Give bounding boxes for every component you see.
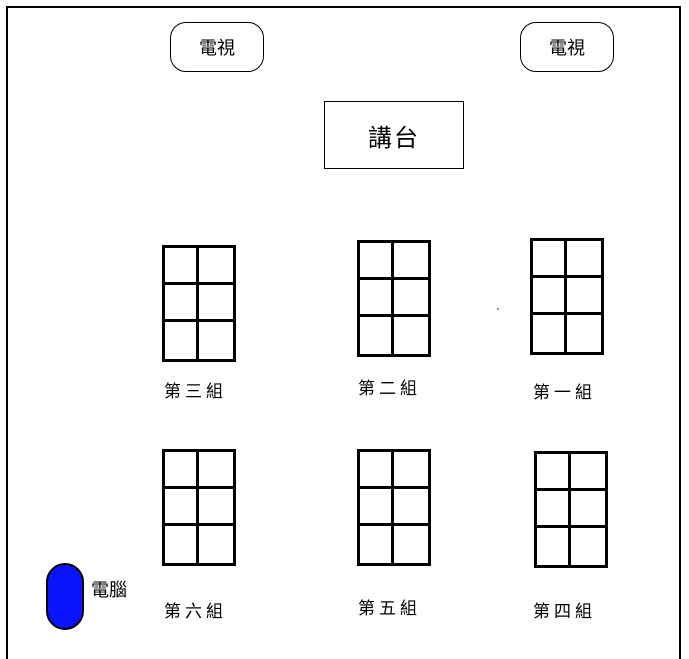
table-group-2 [357, 240, 431, 357]
podium: 講台 [324, 101, 464, 169]
stray-dot [497, 308, 499, 310]
tv-right-label: 電視 [549, 38, 585, 59]
classroom-frame [6, 6, 681, 659]
table-group-4 [534, 451, 608, 568]
table-group-6 [162, 449, 236, 566]
computer-label: 電腦 [91, 580, 127, 601]
group-5-label: 第五組 [358, 599, 421, 619]
computer-icon [46, 563, 84, 630]
table-group-3 [162, 245, 236, 362]
group-6-label: 第六組 [164, 602, 227, 622]
group-4-label: 第四組 [533, 602, 596, 622]
tv-left-label: 電視 [199, 38, 235, 59]
tv-right: 電視 [520, 22, 614, 72]
podium-label: 講台 [368, 123, 420, 152]
group-1-label: 第一組 [533, 383, 596, 403]
table-group-1 [530, 238, 604, 355]
tv-left: 電視 [170, 22, 264, 72]
table-group-5 [357, 449, 431, 566]
group-3-label: 第三組 [164, 382, 227, 402]
group-2-label: 第二組 [358, 379, 421, 399]
